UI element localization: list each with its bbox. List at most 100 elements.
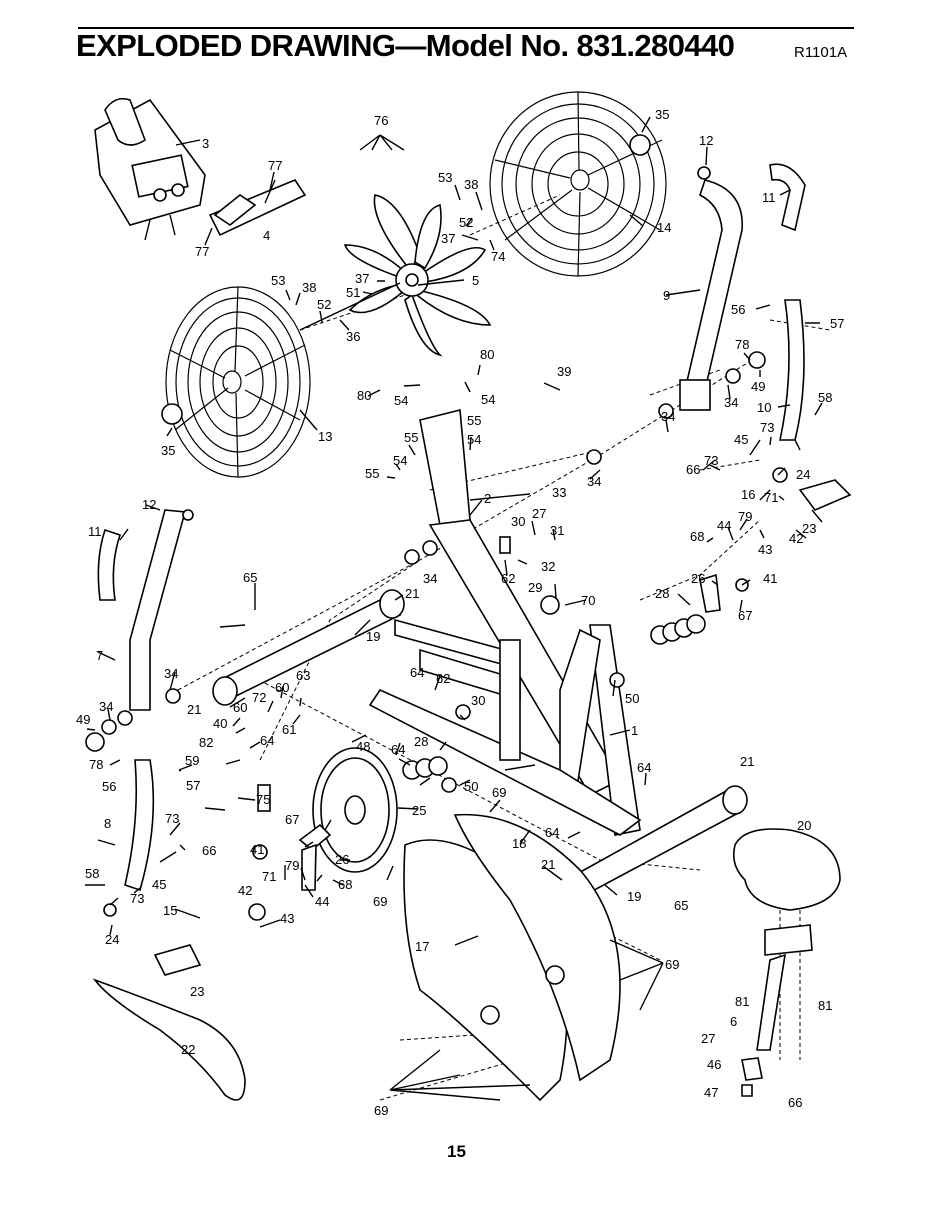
callout-81: 81: [735, 994, 749, 1009]
callout-64: 64: [637, 760, 651, 775]
callout-34: 34: [661, 409, 675, 424]
drive-belt: [92, 978, 246, 1101]
callout-55: 55: [467, 413, 481, 428]
callout-71: 71: [262, 869, 276, 884]
pedals: [153, 479, 852, 976]
callout-64: 64: [391, 742, 405, 757]
callout-54: 54: [467, 432, 481, 447]
callout-29: 29: [528, 580, 542, 595]
callout-56: 56: [731, 302, 745, 317]
callout-59: 59: [185, 753, 199, 768]
callout-44: 44: [717, 518, 731, 533]
callout-21: 21: [405, 586, 419, 601]
callout-26: 26: [335, 852, 349, 867]
callout-34: 34: [423, 571, 437, 586]
callout-34: 34: [99, 699, 113, 714]
callout-28: 28: [414, 734, 428, 749]
callout-19: 19: [366, 629, 380, 644]
callout-3: 3: [202, 136, 209, 151]
callout-66: 66: [202, 843, 216, 858]
callout-73: 73: [165, 811, 179, 826]
callout-30: 30: [471, 693, 485, 708]
callout-33: 33: [552, 485, 566, 500]
callout-13: 13: [318, 429, 332, 444]
callout-16: 16: [741, 487, 755, 502]
callout-67: 67: [285, 812, 299, 827]
callout-44: 44: [315, 894, 329, 909]
callout-52: 52: [317, 297, 331, 312]
callout-60: 60: [275, 680, 289, 695]
callout-21: 21: [541, 857, 555, 872]
callout-42: 42: [238, 883, 252, 898]
callout-64: 64: [545, 825, 559, 840]
callout-47: 47: [704, 1085, 718, 1100]
callout-45: 45: [152, 877, 166, 892]
callout-39: 39: [557, 364, 571, 379]
callout-64: 64: [260, 733, 274, 748]
drawing-code: R1101A: [794, 44, 848, 61]
main-frame: [368, 408, 642, 836]
callout-20: 20: [797, 818, 811, 833]
callout-50: 50: [464, 779, 478, 794]
callout-70: 70: [581, 593, 595, 608]
callout-72: 72: [252, 690, 266, 705]
callout-19: 19: [627, 889, 641, 904]
callout-8: 8: [104, 816, 111, 831]
callout-43: 43: [280, 911, 294, 926]
callout-35: 35: [161, 443, 175, 458]
callout-4: 4: [263, 228, 270, 243]
callout-68: 68: [690, 529, 704, 544]
callout-34: 34: [724, 395, 738, 410]
callout-7: 7: [96, 648, 103, 663]
callout-69: 69: [492, 785, 506, 800]
callout-79: 79: [285, 858, 299, 873]
callout-32: 32: [541, 559, 555, 574]
callout-21: 21: [187, 702, 201, 717]
front-stabilizer: [212, 589, 405, 706]
callout-66: 66: [686, 462, 700, 477]
callout-57: 57: [830, 316, 844, 331]
callout-68: 68: [338, 877, 352, 892]
callout-67: 67: [738, 608, 752, 623]
callout-82: 82: [199, 735, 213, 750]
callout-24: 24: [796, 467, 810, 482]
callout-79: 79: [738, 509, 752, 524]
callout-36: 36: [346, 329, 360, 344]
callout-53: 53: [271, 273, 285, 288]
callout-37: 37: [355, 271, 369, 286]
callout-62: 62: [501, 571, 515, 586]
callout-64: 64: [410, 665, 424, 680]
callout-1: 1: [631, 723, 638, 738]
callout-48: 48: [356, 739, 370, 754]
callout-27: 27: [532, 506, 546, 521]
callout-15: 15: [163, 903, 177, 918]
callout-58: 58: [818, 390, 832, 405]
callout-38: 38: [464, 177, 478, 192]
callout-50: 50: [625, 691, 639, 706]
pulley-wheel: [312, 747, 398, 873]
callout-11: 11: [88, 524, 102, 539]
callout-51: 51: [346, 285, 360, 300]
callout-11: 11: [762, 190, 776, 205]
callout-23: 23: [802, 521, 816, 536]
fan-grill-right: [489, 91, 667, 277]
callout-65: 65: [674, 898, 688, 913]
callout-52: 52: [459, 215, 473, 230]
callout-54: 54: [393, 453, 407, 468]
page-title: EXPLODED DRAWING—Model No. 831.280440: [76, 28, 735, 63]
callout-53: 53: [438, 170, 452, 185]
callout-74: 74: [491, 249, 505, 264]
callout-22: 22: [181, 1042, 195, 1057]
callout-55: 55: [365, 466, 379, 481]
callout-41: 41: [763, 571, 777, 586]
fan-blades: [299, 194, 492, 357]
callout-23: 23: [190, 984, 204, 999]
callout-12: 12: [142, 497, 156, 512]
callout-61: 61: [282, 722, 296, 737]
callout-69: 69: [374, 1103, 388, 1118]
callout-75: 75: [256, 792, 270, 807]
callout-37: 37: [441, 231, 455, 246]
callout-69: 69: [373, 894, 387, 909]
console-assembly: [94, 97, 307, 241]
callout-21: 21: [740, 754, 754, 769]
